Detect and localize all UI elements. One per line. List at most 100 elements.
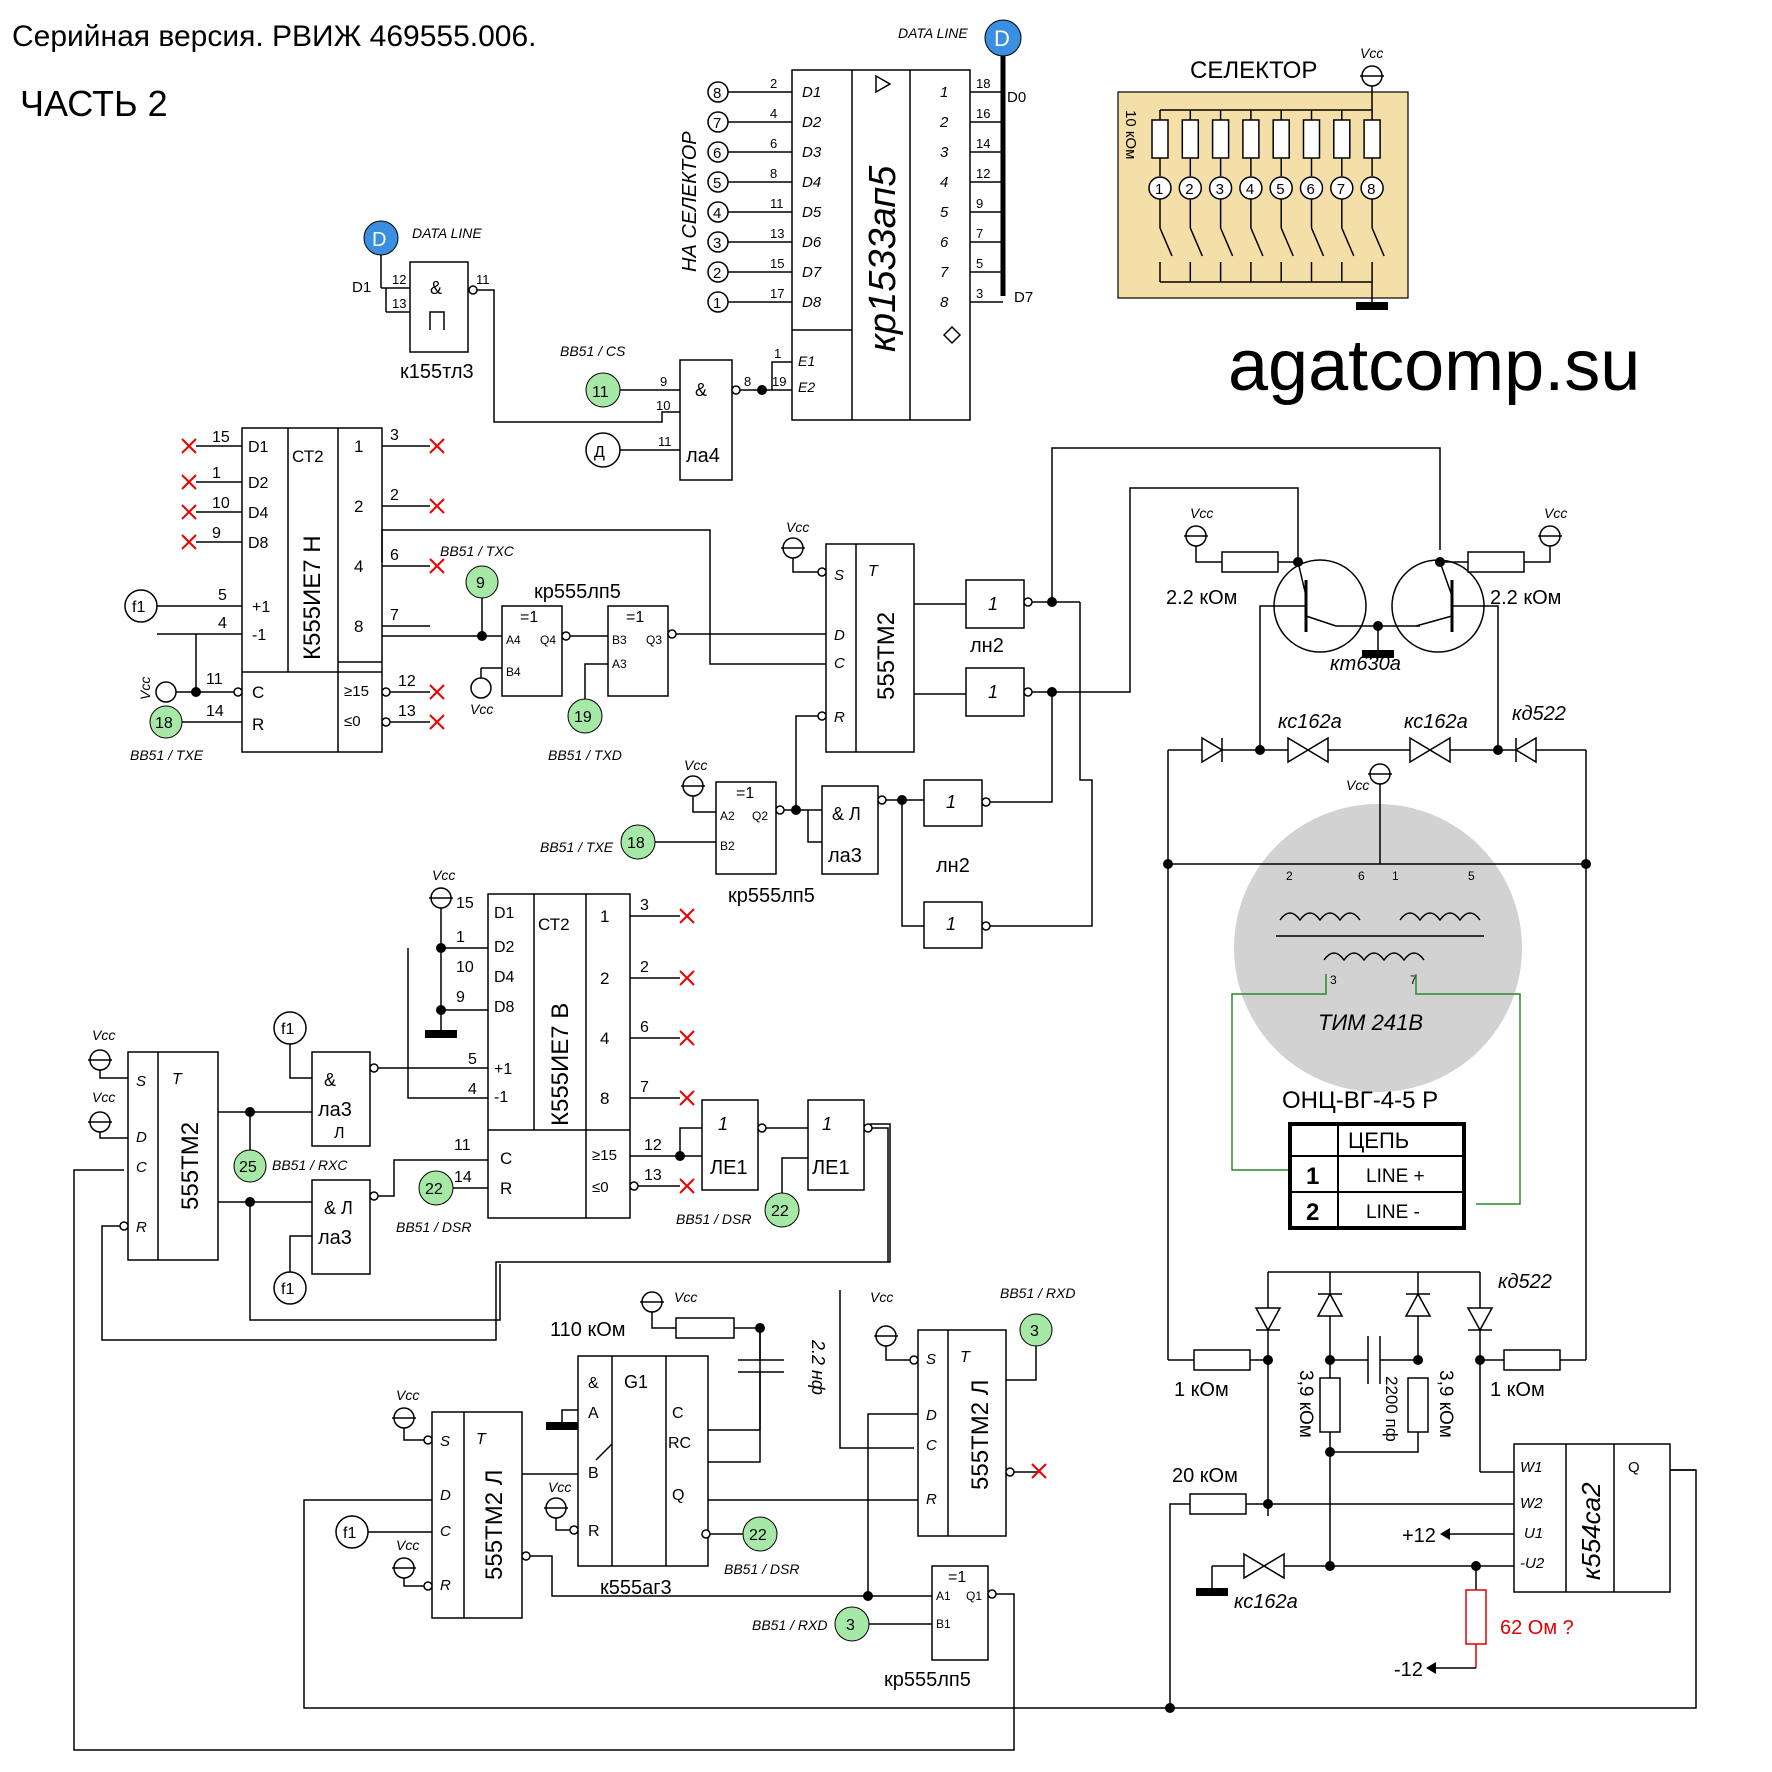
svg-text:5: 5 <box>1468 869 1475 883</box>
svg-text:ЛЕ1: ЛЕ1 <box>812 1157 850 1179</box>
la4-label: ла4 <box>686 445 720 467</box>
resistor-3k9-left <box>1319 1377 1341 1433</box>
svg-text:Vcc: Vcc <box>684 757 707 773</box>
svg-text:1: 1 <box>713 295 721 312</box>
svg-text:10: 10 <box>212 495 230 512</box>
svg-text:S: S <box>136 1073 146 1090</box>
chip-la4 <box>679 359 733 481</box>
ln2-label-1: лн2 <box>970 635 1004 657</box>
svg-text:9: 9 <box>976 196 983 211</box>
svg-text:3: 3 <box>1216 181 1224 198</box>
svg-text:2: 2 <box>354 497 363 516</box>
svg-text:LINE +: LINE + <box>1366 1166 1425 1187</box>
svg-text:Vcc: Vcc <box>396 1537 419 1553</box>
svg-text:A1: A1 <box>936 1589 951 1603</box>
svg-text:8: 8 <box>744 374 751 389</box>
svg-text:D4: D4 <box>802 174 821 191</box>
svg-text:11: 11 <box>658 434 672 449</box>
svg-text:7: 7 <box>976 226 983 241</box>
svg-text:T: T <box>172 1071 183 1088</box>
data-line-label-top: DATA LINE <box>898 25 968 41</box>
svg-text:f1: f1 <box>281 1281 294 1298</box>
selector-input-7 <box>707 111 729 133</box>
svg-text:R: R <box>136 1219 147 1236</box>
svg-text:+1: +1 <box>252 599 270 616</box>
svg-text:22: 22 <box>749 1527 767 1544</box>
svg-text:Vcc: Vcc <box>137 677 153 700</box>
resistor-1k-right <box>1503 1349 1561 1371</box>
svg-text:6: 6 <box>640 1019 649 1036</box>
svg-text:7: 7 <box>1337 181 1345 198</box>
rxc-label: BB51 / RXC <box>272 1157 348 1173</box>
svg-text:2: 2 <box>600 969 609 988</box>
svg-text:f1: f1 <box>343 1525 356 1542</box>
svg-text:Vcc: Vcc <box>674 1289 697 1305</box>
svg-text:13: 13 <box>392 296 406 311</box>
svg-text:C: C <box>834 655 845 672</box>
svg-text:D: D <box>136 1129 147 1146</box>
svg-text:19: 19 <box>574 709 592 726</box>
dsr-label-2: BB51 / DSR <box>676 1211 751 1227</box>
svg-text:9: 9 <box>476 575 485 592</box>
svg-text:1: 1 <box>774 346 781 361</box>
svg-text:R: R <box>252 715 264 734</box>
svg-text:14: 14 <box>454 1169 472 1186</box>
svg-text:A3: A3 <box>612 657 627 671</box>
svg-text:Vcc: Vcc <box>548 1479 571 1495</box>
svg-text:BB51 / TXE: BB51 / TXE <box>130 747 204 763</box>
tim-label: ТИМ 241В <box>1318 1010 1423 1035</box>
svg-text:B1: B1 <box>936 1617 951 1631</box>
svg-text:Vcc: Vcc <box>786 519 809 535</box>
svg-text:+1: +1 <box>494 1061 512 1078</box>
svg-text:12: 12 <box>644 1137 662 1154</box>
na-selektor-label: НА СЕЛЕКТОР <box>679 131 701 272</box>
svg-text:12: 12 <box>976 166 990 181</box>
transformer-tim241v <box>1234 804 1522 1092</box>
svg-text:10: 10 <box>656 398 670 413</box>
svg-text:1: 1 <box>1392 869 1399 883</box>
selector-input-2 <box>707 261 729 283</box>
svg-text:D8: D8 <box>248 535 269 552</box>
svg-text:D1: D1 <box>248 439 269 456</box>
svg-text:Q2: Q2 <box>752 809 768 823</box>
svg-text:кд522: кд522 <box>1512 703 1566 725</box>
svg-text:&: & <box>588 1375 599 1392</box>
svg-text:13: 13 <box>644 1167 662 1184</box>
svg-text:A: A <box>588 1405 599 1422</box>
tm2-top-label: 555ТМ2 <box>873 612 900 700</box>
svg-text:D4: D4 <box>494 969 515 986</box>
svg-text:3: 3 <box>1330 973 1337 987</box>
selector-input-3 <box>707 231 729 253</box>
selector-input-1 <box>707 291 729 313</box>
svg-text:R: R <box>440 1577 451 1594</box>
svg-text:Д: Д <box>594 444 605 461</box>
svg-text:ла3: ла3 <box>828 845 862 867</box>
dsr-label-3: BB51 / DSR <box>724 1561 799 1577</box>
chip-tm2l-bottom <box>431 1411 523 1619</box>
svg-text:1: 1 <box>354 437 363 456</box>
svg-text:20 кОм: 20 кОм <box>1172 1465 1238 1487</box>
svg-text:2200 пф: 2200 пф <box>1382 1376 1401 1442</box>
svg-text:2: 2 <box>939 114 949 131</box>
svg-text:12: 12 <box>392 272 406 287</box>
svg-text:A2: A2 <box>720 809 735 823</box>
svg-text:D: D <box>834 627 845 644</box>
chip-k155tl3 <box>409 261 469 353</box>
lp5-label-bottom: кр555лп5 <box>884 1669 971 1691</box>
svg-text:B3: B3 <box>612 633 627 647</box>
svg-text:СТ2: СТ2 <box>292 447 324 466</box>
inv-ln2-4 <box>923 901 983 949</box>
chip-la3-1 <box>821 785 879 875</box>
svg-text:RC: RC <box>668 1435 691 1452</box>
svg-text:B: B <box>588 1465 599 1482</box>
svg-text:ЛЕ1: ЛЕ1 <box>710 1157 748 1179</box>
selector-resistor-label: 10 кОм <box>1122 110 1139 159</box>
svg-text:f1: f1 <box>281 1021 294 1038</box>
svg-text:=1: =1 <box>626 609 644 626</box>
resistor-1k-left <box>1193 1349 1251 1371</box>
svg-text:Vcc: Vcc <box>870 1289 893 1305</box>
transistor-pair: кт630а <box>1273 557 1485 675</box>
svg-text:C: C <box>926 1437 937 1454</box>
svg-text:3: 3 <box>940 144 949 161</box>
